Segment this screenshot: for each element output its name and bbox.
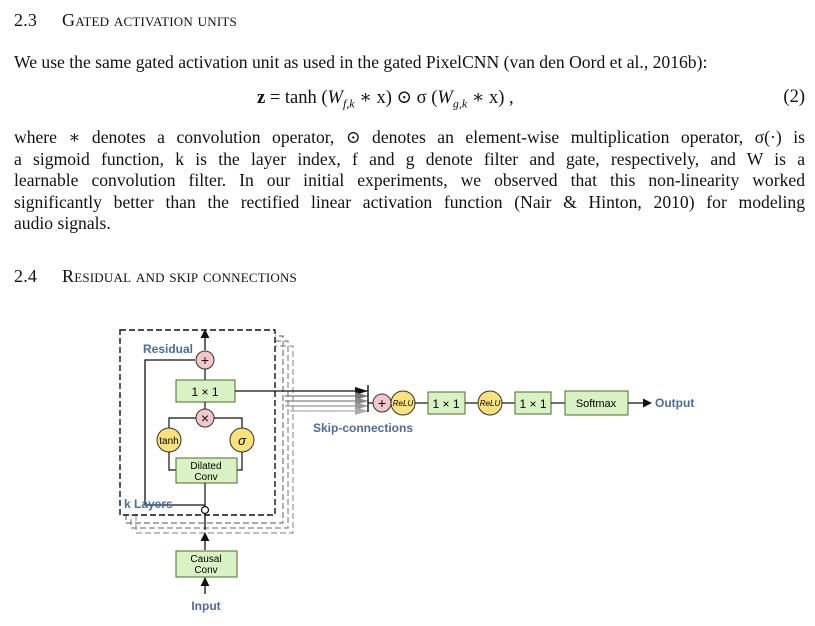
sigma-branch bbox=[214, 417, 243, 428]
layer-input-node bbox=[200, 505, 210, 515]
k-layers-label: k Layers bbox=[124, 497, 173, 511]
paragraph-line: significantly better than the rectified … bbox=[14, 191, 805, 212]
eq-sub-f: f,k bbox=[342, 96, 355, 111]
causal-conv-label-line1: Causal bbox=[190, 554, 221, 565]
dilated-conv-label-line1: Dilated bbox=[190, 461, 221, 472]
section-title: Gated activation units bbox=[62, 10, 237, 30]
dilated-to-tanh bbox=[168, 452, 176, 471]
skip-connections-label: Skip-connections bbox=[313, 421, 413, 435]
causal-conv-label-line2: Conv bbox=[194, 565, 217, 576]
paragraph-line: where ∗ denotes a convolution operator, … bbox=[14, 127, 805, 147]
dilated-to-sigma bbox=[237, 452, 243, 471]
causal-conv-box bbox=[175, 550, 238, 578]
times-symbol: × bbox=[201, 410, 209, 426]
softmax-label: Softmax bbox=[576, 398, 617, 410]
eq-wf: W bbox=[327, 88, 343, 108]
paragraph-line: learnable convolution filter. In our ini… bbox=[14, 170, 805, 191]
paragraph-line: audio signals. bbox=[14, 213, 111, 234]
output-label: Output bbox=[655, 396, 694, 410]
section-number: 2.3 bbox=[14, 10, 38, 30]
dilated-conv-label-line2: Conv bbox=[194, 472, 217, 483]
eq-sub-g: g,k bbox=[452, 96, 468, 111]
paragraph-line: a sigmoid function, k is the layer index… bbox=[14, 148, 805, 169]
equation-number: (2) bbox=[783, 87, 805, 107]
skip-arrowhead bbox=[355, 407, 368, 415]
intro-sentence: We use the same gated activation unit as… bbox=[14, 52, 708, 72]
plus-symbol: + bbox=[201, 352, 209, 368]
eq-part-2: ∗ x) ⊙ σ ( bbox=[354, 88, 438, 108]
equation-body: z = tanh (Wf,k ∗ x) ⊙ σ (Wg,k ∗ x) , bbox=[257, 87, 514, 112]
relu-label-2: ReLU bbox=[480, 399, 501, 408]
tanh-label: tanh bbox=[159, 436, 178, 447]
head-conv2-label: 1 × 1 bbox=[519, 397, 546, 411]
eq-part-1: = tanh ( bbox=[265, 88, 328, 108]
eq-part-3: ∗ x) , bbox=[467, 88, 514, 108]
sigma-label: σ bbox=[238, 433, 247, 448]
section-heading-2-4: 2.4 Residual and skip connections bbox=[14, 266, 297, 287]
residual-path bbox=[144, 359, 205, 506]
relu-label-1: ReLU bbox=[393, 399, 414, 408]
plus-symbol: + bbox=[378, 395, 386, 411]
section-number: 2.4 bbox=[14, 266, 38, 286]
dilated-conv-box bbox=[175, 457, 238, 484]
section-title: Residual and skip connections bbox=[62, 266, 297, 286]
tanh-branch bbox=[168, 417, 196, 428]
eq-wg: W bbox=[437, 88, 453, 108]
head-conv1-label: 1 × 1 bbox=[432, 397, 459, 411]
equation-2: z = tanh (Wf,k ∗ x) ⊙ σ (Wg,k ∗ x) , (2) bbox=[0, 87, 815, 115]
input-label: Input bbox=[191, 599, 220, 613]
conv1x1-label: 1 × 1 bbox=[191, 385, 218, 399]
residual-label: Residual bbox=[143, 342, 193, 356]
softmax-box bbox=[564, 390, 629, 416]
eq-lhs: z bbox=[257, 88, 266, 108]
section-heading-2-3: 2.3 Gated activation units bbox=[14, 10, 237, 31]
paragraph-2-3: where ∗ denotes a convolution operator, … bbox=[14, 127, 805, 235]
